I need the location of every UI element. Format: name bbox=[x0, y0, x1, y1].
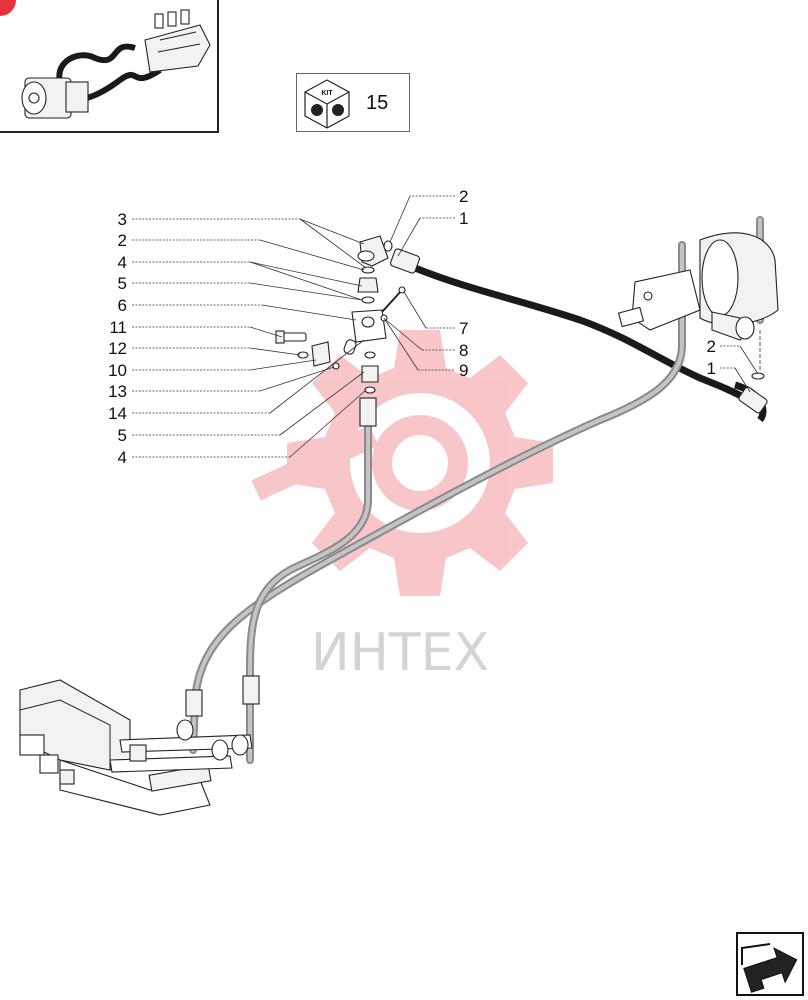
black-hose bbox=[390, 248, 768, 423]
leader-lines-left bbox=[132, 218, 367, 458]
red-corner-badge-icon bbox=[0, 0, 16, 16]
valve-assembly-top-right bbox=[617, 232, 779, 372]
callout-label: 7 bbox=[459, 319, 468, 338]
callout-label: 11 bbox=[109, 318, 127, 337]
thumbnail-frame bbox=[0, 0, 219, 133]
callout-label: 1 bbox=[707, 359, 716, 378]
watermark-text: ИНТЕХ bbox=[311, 623, 489, 683]
callout-label: 13 bbox=[108, 382, 127, 401]
next-page-box[interactable] bbox=[736, 932, 804, 996]
kit-label: KIT bbox=[321, 90, 333, 97]
callouts-left: 3 2 4 5 6 11 12 10 13 14 5 4 bbox=[108, 210, 127, 467]
callout-label: 5 bbox=[118, 274, 127, 293]
callout-label: 10 bbox=[108, 361, 127, 380]
callout-label: 6 bbox=[118, 296, 127, 315]
leader-lines-other bbox=[383, 195, 759, 393]
callout-label: 2 bbox=[707, 337, 716, 356]
control-block-bottom-left bbox=[19, 679, 253, 816]
kit-cube-icon: KIT bbox=[304, 79, 350, 129]
kit-number: 15 bbox=[366, 92, 389, 114]
next-page-arrow-icon[interactable] bbox=[741, 943, 803, 994]
callout-label: 1 bbox=[459, 209, 468, 228]
callout-label: 14 bbox=[108, 404, 127, 423]
callout-label: 5 bbox=[118, 426, 127, 445]
callout-label: 2 bbox=[459, 187, 468, 206]
callout-label: 4 bbox=[118, 253, 127, 272]
central-fitting-stack bbox=[275, 235, 406, 394]
callout-label: 2 bbox=[118, 231, 127, 250]
callouts-mid: 7 8 9 bbox=[459, 319, 468, 380]
kit-box bbox=[296, 73, 410, 132]
callout-label: 12 bbox=[108, 339, 127, 358]
callout-label: 9 bbox=[459, 361, 468, 380]
callout-label: 4 bbox=[118, 448, 127, 467]
callout-label: 3 bbox=[118, 210, 127, 229]
pump-hose-valve-icon bbox=[21, 9, 211, 119]
callouts-right: 2 1 bbox=[707, 337, 716, 378]
callouts-top: 2 1 bbox=[459, 187, 468, 228]
callout-label: 8 bbox=[459, 341, 468, 360]
